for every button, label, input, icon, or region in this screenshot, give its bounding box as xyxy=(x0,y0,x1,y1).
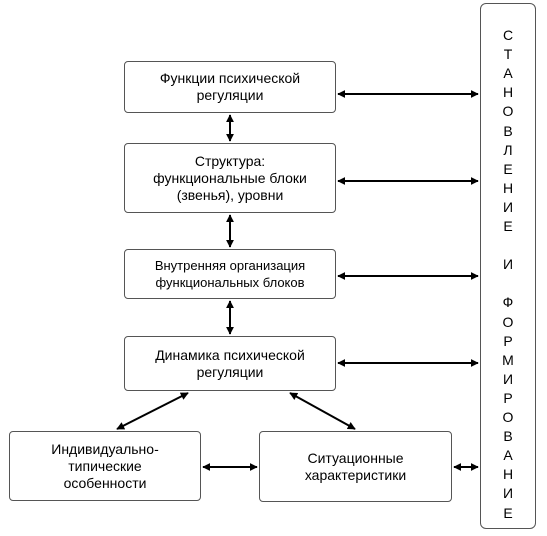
box-regulation-dynamics: Динамика психической регуляции xyxy=(124,336,336,391)
box-regulation-dynamics-text: Динамика психической регуляции xyxy=(155,346,305,380)
side-label-letter: И xyxy=(502,256,514,273)
side-label-letter: Н xyxy=(502,179,514,196)
side-label-letter: И xyxy=(502,370,514,387)
side-label-letter: Т xyxy=(503,46,513,63)
box-regulation-functions-text: Функции психической регуляции xyxy=(159,70,301,103)
side-label-letter: Н xyxy=(502,466,514,483)
side-label-letter: С xyxy=(502,27,514,43)
side-label-letter: И xyxy=(502,198,514,215)
side-label-letter: О xyxy=(502,103,514,120)
side-label-letter: О xyxy=(502,409,514,425)
side-label-letter: Ф xyxy=(502,294,514,311)
side-label-letter: В xyxy=(503,122,513,139)
arrow-dynamics-individual xyxy=(116,392,189,430)
box-individual-typical-text: Индивидуально- типические особенности xyxy=(51,440,159,491)
side-label-letter: Л xyxy=(503,141,513,158)
box-individual-typical: Индивидуально- типические особенности xyxy=(9,431,201,501)
side-label-letter: Е xyxy=(503,160,513,177)
box-situational: Ситуационные характеристики xyxy=(259,431,452,502)
side-label-letter: Р xyxy=(503,389,513,406)
side-label-letter: М xyxy=(502,351,514,368)
box-structure: Структура: функциональные блоки (звенья)… xyxy=(124,143,336,213)
side-label-letter: В xyxy=(503,428,513,445)
box-internal-organization-text: Внутренняя организация функциональных бл… xyxy=(154,258,306,290)
box-situational-text: Ситуационные характеристики xyxy=(304,449,407,483)
side-label-letter: А xyxy=(503,447,513,464)
side-label-letter: Р xyxy=(503,332,513,349)
box-regulation-functions: Функции психической регуляции xyxy=(124,61,336,113)
side-label-letter: Е xyxy=(503,218,513,234)
side-label-letter: И xyxy=(502,485,514,502)
side-label-letter: Н xyxy=(502,84,514,101)
box-structure-text: Структура: функциональные блоки (звенья)… xyxy=(153,152,307,203)
box-internal-organization: Внутренняя организация функциональных бл… xyxy=(124,249,336,299)
side-label-letter: А xyxy=(503,65,513,82)
side-label-letter: О xyxy=(502,313,514,330)
side-label-letter: Е xyxy=(503,504,513,521)
arrow-dynamics-situational xyxy=(289,392,356,430)
